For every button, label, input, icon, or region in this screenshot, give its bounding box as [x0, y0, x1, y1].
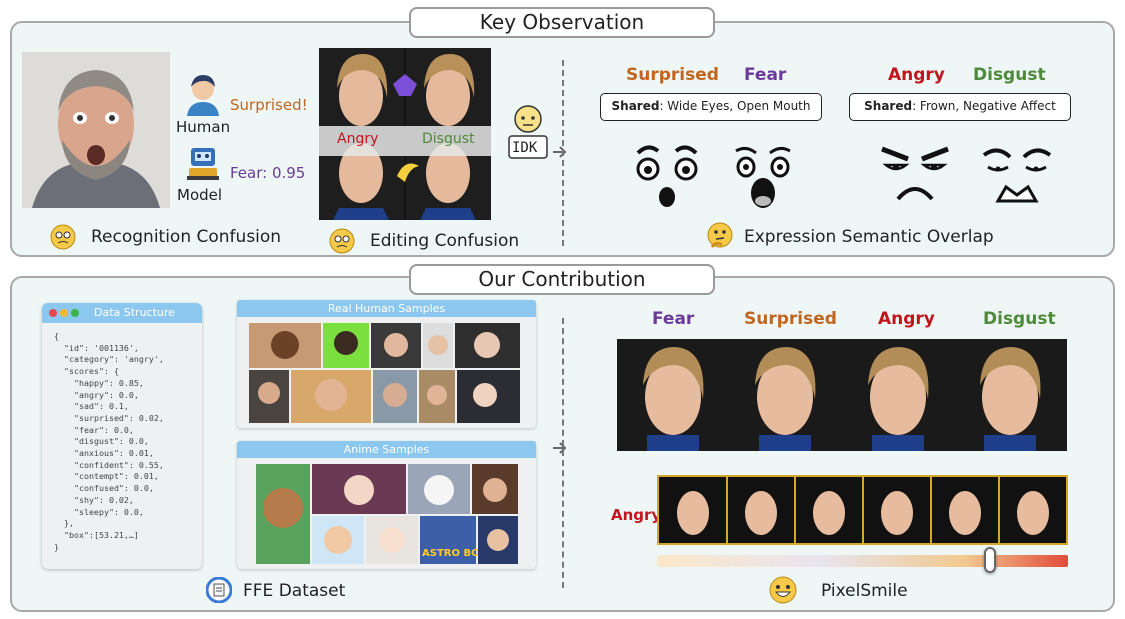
intensity-frames: [657, 475, 1068, 545]
anime-samples-collage: ASTRO BOY: [256, 464, 518, 564]
shared-features-box-2: Shared: Frown, Negative Affect: [849, 93, 1071, 121]
real-samples-collage: [249, 323, 520, 423]
dataset-logo-icon: [205, 576, 233, 607]
fear-face-icon: [728, 143, 798, 213]
shared-val-2: : Frown, Negative Affect: [912, 99, 1056, 113]
recognition-confusion-caption: Recognition Confusion: [91, 227, 282, 247]
code-line: "surprised": 0.02,: [54, 412, 164, 423]
top-divider: [562, 60, 564, 246]
intensity-slider-knob[interactable]: [983, 547, 996, 573]
result-label-fear: Fear: [652, 309, 695, 329]
code-line: },: [54, 518, 74, 529]
angry-face-icon: [878, 143, 952, 213]
editing-label-angry: Angry: [337, 131, 379, 147]
model-label: Model: [177, 186, 223, 204]
arrow-right-icon: [553, 143, 567, 162]
editing-label-disgust: Disgust: [422, 131, 475, 147]
editing-grid: [319, 48, 491, 220]
human-answer: Surprised!: [230, 96, 308, 114]
code-line: {: [54, 331, 59, 341]
code-line: "confused": 0.0,: [54, 483, 154, 494]
data-structure-card: Data Structure { "id": '001136', "catego…: [42, 303, 202, 569]
confused-face-icon-2: [328, 227, 356, 259]
code-line: "category": 'angry',: [54, 354, 164, 365]
slider-emotion-label: Angry: [611, 506, 662, 524]
code-line: "contempt": 0.01,: [54, 471, 159, 482]
disgust-face-icon: [980, 143, 1054, 213]
emotion-fear: Fear: [744, 65, 787, 85]
code-line: "anxious": 0.01,: [54, 448, 154, 459]
code-line: "sad": 0.1,: [54, 401, 129, 412]
emotion-disgust: Disgust: [973, 65, 1046, 85]
model-answer: Fear: 0.95: [230, 164, 306, 182]
emotion-surprised: Surprised: [626, 65, 719, 85]
intensity-slider-track[interactable]: [657, 555, 1068, 567]
svg-text:ASTRO BOY: ASTRO BOY: [422, 548, 487, 559]
result-label-angry: Angry: [878, 309, 935, 329]
editing-confusion-caption: Editing Confusion: [370, 231, 520, 251]
anime-samples-header: Anime Samples: [237, 441, 536, 458]
robot-model-icon: [183, 142, 223, 186]
window-dots-icon: [49, 309, 79, 317]
human-avatar-icon: [183, 72, 223, 120]
idk-text: IDK: [512, 140, 538, 156]
semantic-overlap-caption: Expression Semantic Overlap: [744, 227, 994, 247]
human-label: Human: [176, 118, 231, 136]
shared-features-box-1: Shared: Wide Eyes, Open Mouth: [600, 93, 822, 121]
real-samples-header: Real Human Samples: [237, 300, 536, 317]
code-line: "angry": 0.0,: [54, 389, 139, 400]
bottom-divider: [562, 318, 564, 588]
shared-key-1: Shared: [611, 99, 660, 113]
code-line: "shy": 0.02,: [54, 494, 134, 505]
code-line: "scores": {: [54, 366, 119, 377]
confused-face-icon: [49, 223, 77, 255]
result-label-surprised: Surprised: [744, 309, 837, 329]
emotion-angry: Angry: [888, 65, 945, 85]
shared-key-2: Shared: [864, 99, 913, 113]
our-contribution-title: Our Contribution: [409, 264, 715, 295]
code-line: "fear": 0.0,: [54, 424, 134, 435]
thinking-face-icon: [706, 221, 734, 255]
code-line: "disgust": 0.0,: [54, 436, 149, 447]
data-structure-titlebar: [42, 303, 202, 323]
code-line: "id": '001136',: [54, 342, 139, 353]
code-line: }: [54, 541, 59, 552]
code-line: "box":[53.21,…]: [54, 529, 139, 540]
ffe-dataset-caption: FFE Dataset: [243, 581, 346, 601]
pixelsmile-caption: PixelSmile: [821, 581, 908, 601]
code-line: "happy": 0.85,: [54, 377, 144, 388]
data-structure-code: { "id": '001136', "category": 'angry', "…: [42, 325, 164, 553]
data-structure-header: Data Structure: [94, 306, 175, 319]
arrow-right-icon-2: [553, 439, 567, 458]
surprised-face-icon: [632, 143, 702, 213]
grinning-face-icon: [768, 575, 798, 609]
code-line: "confident": 0.55,: [54, 459, 164, 470]
result-label-disgust: Disgust: [983, 309, 1056, 329]
key-observation-title: Key Observation: [409, 7, 715, 38]
man-portrait: [22, 52, 170, 208]
shared-val-1: : Wide Eyes, Open Mouth: [659, 99, 811, 113]
idk-emoji-icon: [507, 103, 549, 167]
code-line: "sleepy": 0.0,: [54, 506, 144, 517]
result-faces-strip: [617, 339, 1067, 451]
